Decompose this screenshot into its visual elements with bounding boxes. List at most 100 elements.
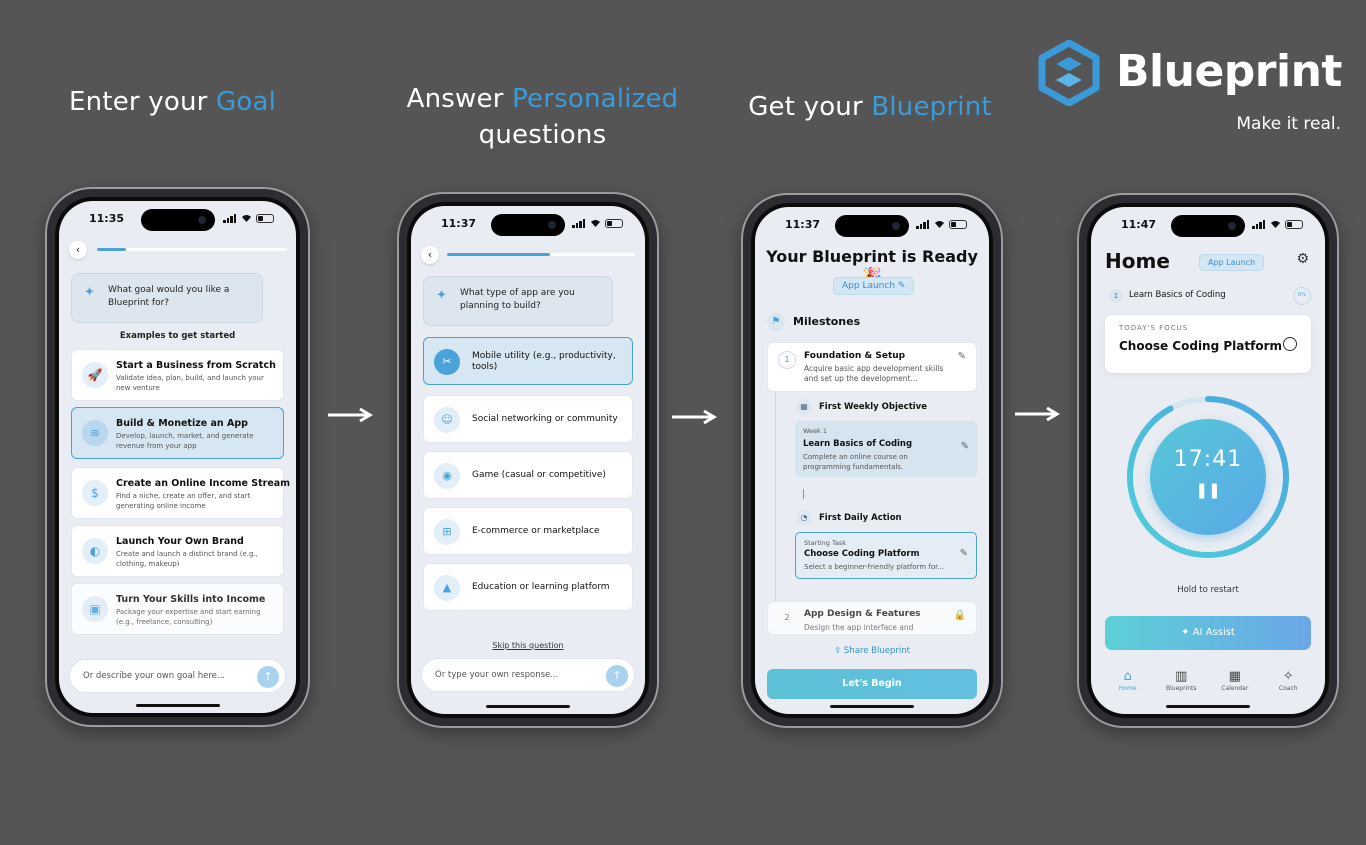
status-bar: 11:37 bbox=[411, 216, 645, 234]
lets-begin-button[interactable]: Let's Begin bbox=[767, 669, 977, 699]
signal-icon bbox=[223, 214, 237, 223]
edit-icon[interactable]: ✎ bbox=[960, 441, 969, 452]
palette-icon: ◐ bbox=[82, 538, 108, 564]
sparkle-icon: ✧ bbox=[1282, 669, 1294, 684]
flag-icon: ⚑ bbox=[767, 313, 785, 331]
send-button[interactable]: ↑ bbox=[606, 665, 628, 687]
brand-tagline: Make it real. bbox=[1236, 114, 1341, 134]
goal-input[interactable]: Or describe your own goal here... ↑ bbox=[69, 659, 286, 693]
clock-icon: ◔ bbox=[796, 510, 812, 526]
share-blueprint-button[interactable]: ⇪ Share Blueprint bbox=[834, 646, 910, 656]
money-icon: $ bbox=[82, 480, 108, 506]
signal-icon bbox=[572, 219, 586, 228]
option-card-selected[interactable]: ✂ Mobile utility (e.g., productivity, to… bbox=[423, 337, 633, 385]
dynamic-island bbox=[1171, 215, 1245, 237]
objective-label: Learn Basics of Coding bbox=[1129, 290, 1226, 300]
progress-bar bbox=[447, 253, 635, 256]
app-launch-tag[interactable]: App Launch bbox=[1199, 254, 1265, 271]
timeline-connector bbox=[803, 489, 804, 499]
tools-icon: ✂ bbox=[434, 349, 460, 375]
tab-home[interactable]: ⌂Home bbox=[1103, 669, 1153, 703]
lock-icon: 🔒 bbox=[953, 610, 966, 621]
status-bar: 11:37 bbox=[755, 217, 989, 235]
hold-to-restart-hint: Hold to restart bbox=[1177, 585, 1239, 595]
send-button[interactable]: ↑ bbox=[257, 666, 279, 688]
complete-checkbox[interactable] bbox=[1283, 337, 1297, 351]
goal-screen: 11:35 ‹ ✦ What goal would you like a Blu… bbox=[59, 201, 296, 713]
tab-calendar[interactable]: ▦Calendar bbox=[1210, 669, 1260, 703]
dynamic-island bbox=[491, 214, 565, 236]
goal-card-selected[interactable]: ≋ Build & Monetize an App Develop, launc… bbox=[71, 407, 284, 459]
battery-icon bbox=[1285, 220, 1303, 229]
home-indicator bbox=[135, 704, 220, 707]
rocket-icon: 🚀 bbox=[82, 362, 108, 388]
skip-question-link[interactable]: Skip this question bbox=[492, 641, 564, 650]
goal-card[interactable]: $ Create an Online Income Stream Find a … bbox=[71, 467, 290, 519]
dynamic-island bbox=[835, 215, 909, 237]
tab-blueprints[interactable]: ▥Blueprints bbox=[1156, 669, 1206, 703]
goal-card[interactable]: ▣ Turn Your Skills into Income Package y… bbox=[71, 583, 284, 635]
milestone-card-locked[interactable]: 2 App Design & Features Design the app i… bbox=[767, 601, 977, 635]
phone-questions-screen: 11:37 ‹ ✦ What type of app are you plann… bbox=[397, 192, 659, 728]
signal-icon bbox=[916, 220, 930, 229]
graduation-cap-icon: ▲ bbox=[434, 575, 460, 601]
phone-home-screen: 11:47 Home App Launch ⚙ 1 Learn Basics o… bbox=[1077, 193, 1339, 728]
step-1-title: Enter your Goal bbox=[69, 87, 276, 117]
objective-progress-badge: 0% bbox=[1293, 287, 1311, 305]
home-icon: ⌂ bbox=[1123, 669, 1132, 684]
daily-task-card[interactable]: Starting Task Choose Coding Platform Sel… bbox=[795, 532, 977, 579]
edit-icon[interactable]: ✎ bbox=[959, 548, 968, 559]
status-bar: 11:35 bbox=[59, 211, 296, 229]
timeline-connector bbox=[775, 392, 776, 602]
page-title: Home bbox=[1105, 249, 1170, 273]
pause-icon[interactable]: ❚❚ bbox=[1195, 481, 1221, 499]
back-button[interactable]: ‹ bbox=[421, 246, 439, 264]
wifi-icon bbox=[1271, 221, 1280, 228]
goal-card[interactable]: 🚀 Start a Business from Scratch Validate… bbox=[71, 349, 284, 401]
milestones-heading: Milestones bbox=[793, 315, 861, 328]
signal-icon bbox=[1252, 220, 1266, 229]
question-bubble: ✦ What goal would you like a Blueprint f… bbox=[71, 273, 263, 323]
calendar-icon: ▦ bbox=[1228, 669, 1241, 684]
brand-name: Blueprint bbox=[1116, 46, 1342, 97]
battery-icon bbox=[605, 219, 623, 228]
timer-progress-arc bbox=[1127, 396, 1289, 558]
objective-number: 1 bbox=[1109, 289, 1123, 303]
blueprint-screen: 11:37 Your Blueprint is Ready 🎉 App Laun… bbox=[755, 207, 989, 714]
app-launch-tag[interactable]: App Launch ✎ bbox=[833, 277, 915, 295]
question-bubble: ✦ What type of app are you planning to b… bbox=[423, 276, 613, 326]
goal-card[interactable]: ◐ Launch Your Own Brand Create and launc… bbox=[71, 525, 284, 577]
focus-timer[interactable]: 17:41 ❚❚ bbox=[1123, 392, 1293, 562]
weekly-task-card[interactable]: Week 1 Learn Basics of Coding Complete a… bbox=[795, 421, 977, 477]
option-card[interactable]: ☺ Social networking or community bbox=[423, 395, 633, 443]
home-indicator bbox=[486, 705, 570, 708]
milestone-card[interactable]: 1 Foundation & Setup Acquire basic app d… bbox=[767, 342, 977, 392]
todays-focus-card[interactable]: TODAY'S FOCUS Choose Coding Platform bbox=[1105, 315, 1311, 373]
sparkle-icon: ✦ bbox=[84, 285, 95, 300]
phone-blueprint-screen: 11:37 Your Blueprint is Ready 🎉 App Laun… bbox=[741, 193, 1003, 728]
phone-goal-screen: 11:35 ‹ ✦ What goal would you like a Blu… bbox=[45, 187, 310, 727]
timer-ring bbox=[1127, 396, 1289, 558]
arrow-right-icon bbox=[1015, 406, 1060, 422]
home-indicator bbox=[1166, 705, 1250, 708]
wifi-icon bbox=[591, 220, 600, 227]
response-input[interactable]: Or type your own response... ↑ bbox=[421, 658, 635, 692]
gamepad-icon: ◉ bbox=[434, 463, 460, 489]
option-card[interactable]: ▲ Education or learning platform bbox=[423, 563, 633, 611]
back-button[interactable]: ‹ bbox=[69, 241, 87, 259]
tab-bar: ⌂Home ▥Blueprints ▦Calendar ✧Coach bbox=[1091, 669, 1325, 703]
questions-screen: 11:37 ‹ ✦ What type of app are you plann… bbox=[411, 206, 645, 714]
step-2-title: Answer Personalized questions bbox=[406, 84, 679, 150]
edit-icon[interactable]: ✎ bbox=[957, 351, 966, 362]
status-bar: 11:47 bbox=[1091, 217, 1325, 235]
option-card[interactable]: ⊞ E-commerce or marketplace bbox=[423, 507, 633, 555]
tab-coach[interactable]: ✧Coach bbox=[1263, 669, 1313, 703]
ai-assist-button[interactable]: ✦ AI Assist bbox=[1105, 616, 1311, 650]
arrow-right-icon bbox=[672, 409, 717, 425]
timer-face[interactable]: 17:41 ❚❚ bbox=[1150, 419, 1266, 535]
blueprint-logo-icon bbox=[1038, 40, 1100, 106]
option-card[interactable]: ◉ Game (casual or competitive) bbox=[423, 451, 633, 499]
arrow-right-icon bbox=[328, 407, 373, 423]
gear-icon[interactable]: ⚙ bbox=[1296, 251, 1309, 267]
progress-bar bbox=[97, 248, 287, 251]
